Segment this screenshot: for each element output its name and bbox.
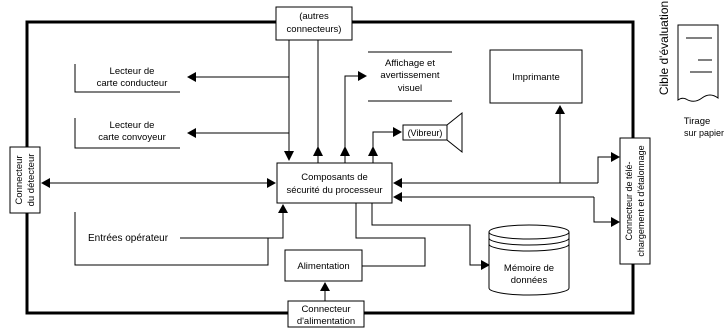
- download-connector-label-line-1: Connecteur de télé-: [624, 161, 634, 240]
- paper-sheet-lines: [686, 37, 712, 73]
- power-supply-label: Alimentation: [297, 261, 349, 272]
- codriver-card-reader-node: Lecteur de carte convoyeur: [74, 118, 289, 149]
- processor-label-line-1: Composants de: [301, 172, 368, 183]
- printer-label: Imprimante: [512, 72, 560, 83]
- buzzer-link: [372, 131, 393, 163]
- motion-sensor-connector-box: [9, 146, 41, 214]
- power-connector-box: [287, 300, 365, 328]
- display-node: Affichage et avertissement visuel: [368, 51, 452, 102]
- memory-cylinder-body: [488, 232, 570, 296]
- power-connector-node: Connecteur d'alimentation: [287, 282, 365, 328]
- motion-sensor-link: [41, 178, 276, 188]
- driver-card-reader-label-line-2: carte conducteur: [97, 78, 168, 89]
- power-connector-label-line-2: d'alimentation: [297, 316, 355, 327]
- download-connector-links: [393, 152, 620, 227]
- buzzer-link-arrowhead-up: [368, 146, 378, 156]
- download-connector-node: Connecteur de télé- chargement et d'étal…: [619, 137, 651, 265]
- display-link: [344, 75, 358, 163]
- power-supply-node: Alimentation: [284, 203, 426, 282]
- motion-sensor-arrowhead-left: [41, 178, 50, 188]
- motion-sensor-arrowhead-right: [267, 178, 276, 188]
- motion-sensor-connector-node: Connecteur du détecteur: [9, 146, 41, 214]
- operator-inputs-label: Entrées opérateur: [88, 233, 169, 244]
- printer-arrowhead: [555, 105, 565, 114]
- memory-cylinder-rings: [488, 237, 570, 252]
- processor-box: [276, 162, 393, 204]
- data-memory-label-line-1: Mémoire de: [504, 263, 554, 274]
- display-label-line-3: visuel: [398, 83, 422, 94]
- motion-sensor-connector-label-line-1: Connecteur: [14, 155, 25, 204]
- buzzer-cone: [446, 111, 463, 154]
- other-connectors-label-line-2: connecteurs): [287, 24, 342, 35]
- driver-card-reader-bracket: [74, 64, 180, 93]
- processor-top-links: [284, 40, 402, 163]
- download-link-lower-branch: [593, 197, 611, 223]
- processor-label-line-2: sécurité du processeur: [286, 185, 382, 196]
- paper-printout-node: Tirage sur papier: [677, 24, 724, 138]
- printer-node: Imprimante: [489, 49, 583, 183]
- operator-inputs-arrowhead: [278, 204, 288, 213]
- motion-sensor-connector-label-line-2: du détecteur: [26, 154, 37, 207]
- display-label-line-2: avertissement: [380, 70, 439, 81]
- other-connectors-node: (autres connecteurs): [275, 6, 353, 41]
- download-link-upper-branch: [597, 156, 611, 183]
- codriver-card-reader-bracket: [74, 118, 180, 149]
- download-link-upper-end-arrowhead: [611, 152, 620, 162]
- other-connectors-output-arrowhead: [313, 146, 323, 156]
- buzzer-label: (Vibreur): [408, 128, 443, 138]
- other-connectors-box: [275, 6, 353, 41]
- power-connector-label-line-1: Connecteur: [301, 304, 350, 315]
- printer-box: [489, 49, 583, 104]
- other-connectors-input-arrowhead: [284, 151, 294, 161]
- download-link-upper-arrowhead: [393, 178, 402, 188]
- memory-arrowhead: [481, 260, 490, 270]
- download-connector-box: [619, 137, 651, 265]
- download-link-lower-end-arrowhead: [611, 217, 620, 227]
- buzzer-arrowhead: [393, 127, 402, 137]
- operator-inputs-bracket: [74, 212, 269, 266]
- driver-card-reader-arrowhead: [187, 72, 196, 82]
- other-connectors-label-line-1: (autres: [299, 11, 329, 22]
- paper-sheet-icon: [677, 24, 719, 102]
- evaluation-target-label: Cible d'évaluation: [657, 1, 671, 95]
- data-memory-label-line-2: données: [511, 275, 548, 286]
- operator-inputs-node: Entrées opérateur: [74, 204, 288, 266]
- paper-printout-label-line-1: Tirage: [684, 116, 711, 127]
- download-link-lower-arrowhead: [393, 192, 402, 202]
- operator-inputs-link: [180, 212, 284, 239]
- codriver-card-reader-arrowhead: [187, 128, 196, 138]
- display-link-arrowhead-up: [340, 146, 350, 156]
- codriver-card-reader-label-line-1: Lecteur de: [110, 120, 155, 131]
- database-cylinder-icon: Mémoire de données: [488, 224, 570, 296]
- processor-node: Composants de sécurité du processeur: [276, 162, 393, 204]
- memory-cylinder-top: [488, 224, 570, 240]
- paper-printout-label-line-2: sur papier: [684, 128, 724, 138]
- memory-link: [371, 203, 481, 266]
- power-connector-arrowhead: [320, 282, 330, 291]
- power-supply-link: [355, 203, 426, 267]
- download-connector-label-line-2: chargement et d'étalonnage: [636, 145, 646, 256]
- driver-card-reader-label-line-1: Lecteur de: [110, 66, 155, 77]
- driver-card-reader-node: Lecteur de carte conducteur: [74, 64, 289, 93]
- codriver-card-reader-label-line-2: carte convoyeur: [98, 132, 166, 143]
- speaker-icon: (Vibreur): [402, 111, 463, 154]
- display-label-line-1: Affichage et: [385, 58, 435, 69]
- display-arrowhead: [358, 71, 367, 81]
